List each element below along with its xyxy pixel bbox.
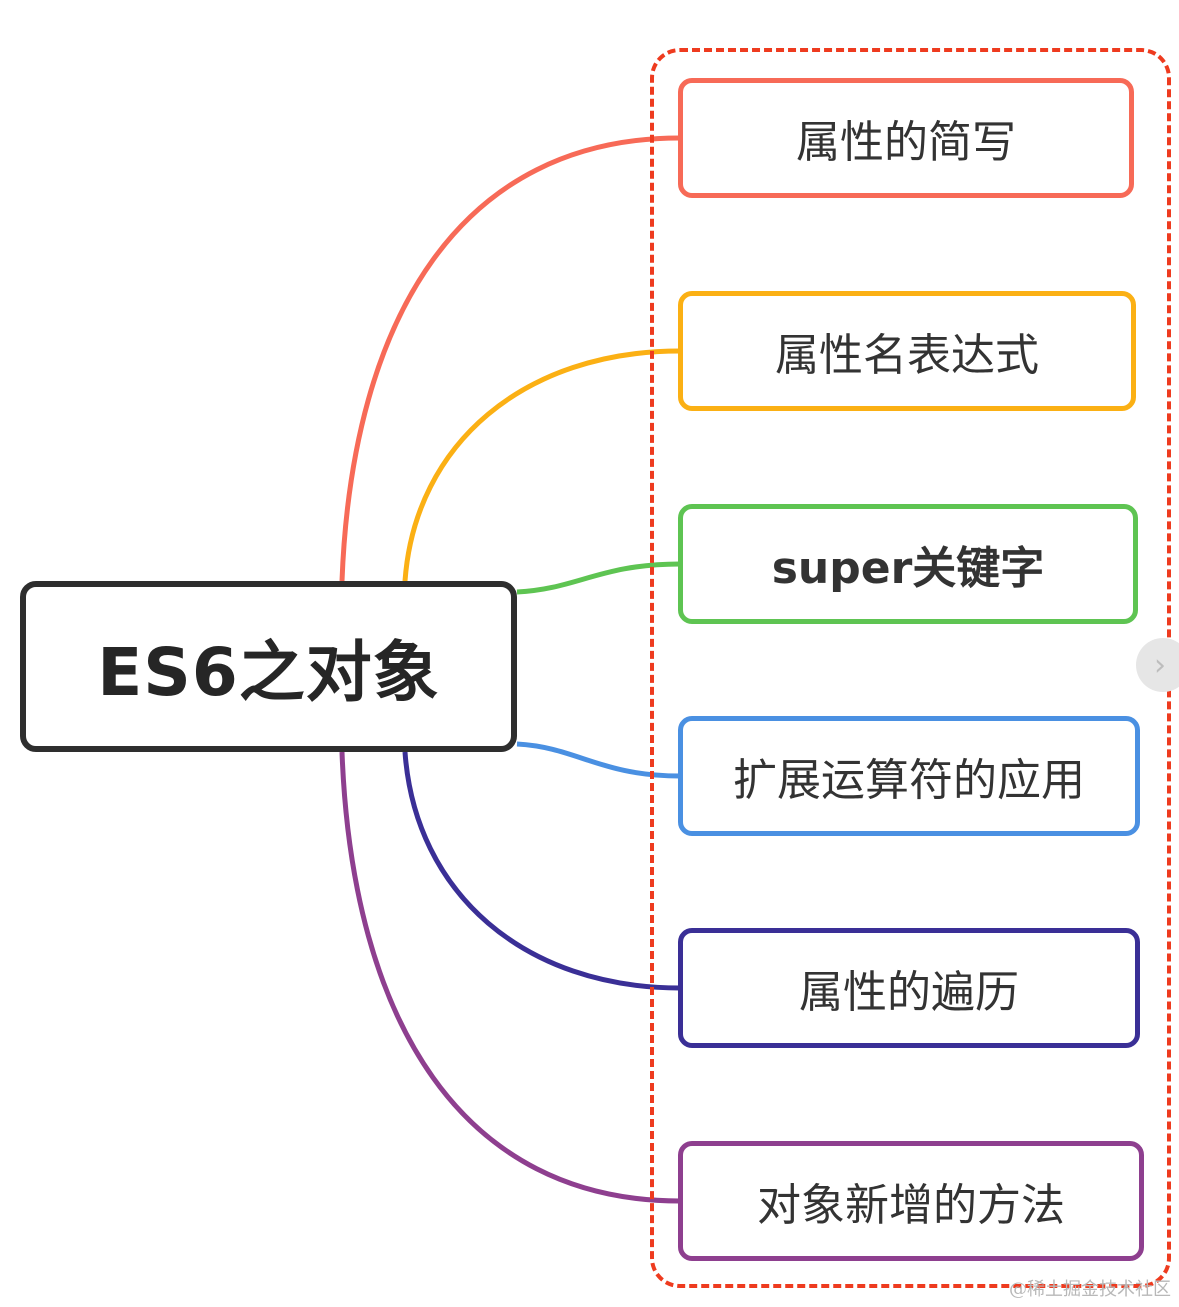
subtopic-6[interactable]: 对象新增的方法 <box>678 1141 1144 1261</box>
subtopic-label: 对象新增的方法 <box>757 1180 1065 1231</box>
next-arrow-button[interactable]: › <box>1136 638 1179 692</box>
subtopic-5[interactable]: 属性的遍历 <box>678 928 1140 1048</box>
subtopic-label: 属性的简写 <box>796 117 1016 168</box>
watermark: @稀土掘金技术社区 <box>1009 1279 1171 1300</box>
root-topic[interactable]: ES6之对象 <box>20 581 517 752</box>
topic-group-frame <box>650 48 1171 1288</box>
connector-1 <box>339 135 681 582</box>
subtopic-label: super关键字 <box>771 543 1045 594</box>
root-topic-label: ES6之对象 <box>97 633 440 711</box>
subtopic-3[interactable]: super关键字 <box>678 504 1138 624</box>
connector-5 <box>402 751 681 991</box>
subtopic-label: 属性名表达式 <box>775 330 1039 381</box>
connector-2 <box>402 348 681 582</box>
subtopic-label: 扩展运算符的应用 <box>733 755 1085 806</box>
chevron-right-icon: › <box>1154 647 1166 683</box>
subtopic-label: 属性的遍历 <box>799 967 1019 1018</box>
subtopic-4[interactable]: 扩展运算符的应用 <box>678 716 1140 836</box>
subtopic-1[interactable]: 属性的简写 <box>678 78 1134 198</box>
subtopic-2[interactable]: 属性名表达式 <box>678 291 1136 411</box>
connector-6 <box>339 751 681 1204</box>
